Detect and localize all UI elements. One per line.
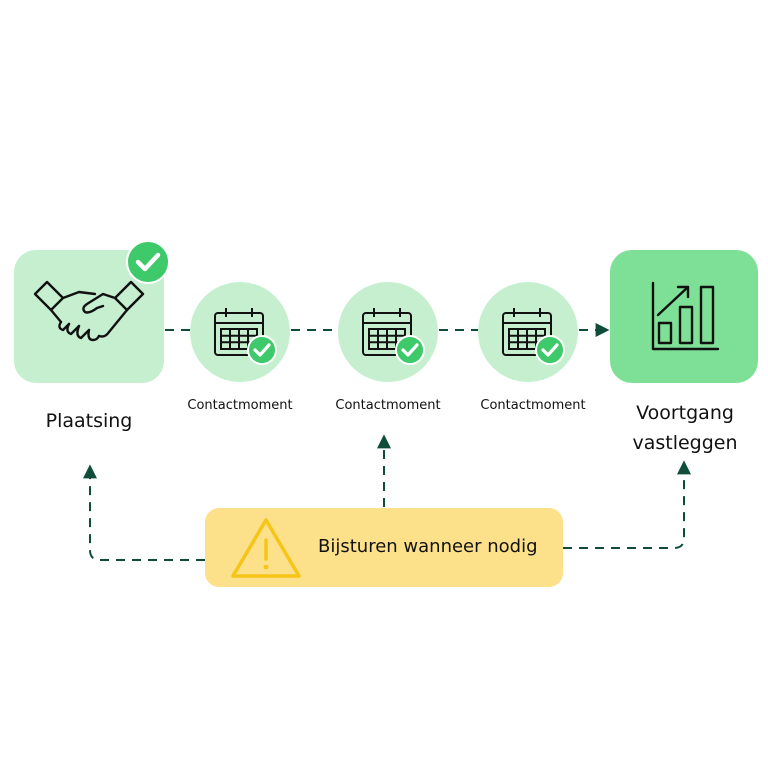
contactmoment-3-label: Contactmoment: [480, 398, 586, 413]
voortgang-step-box: [610, 250, 758, 383]
plaatsing-completed-check-icon: [126, 240, 170, 284]
contactmoment-1-label: Contactmoment: [187, 398, 293, 413]
bar-chart-growth-icon: [651, 281, 720, 351]
calendar-check-icon: [362, 308, 425, 365]
contactmoment-2-circle: [338, 282, 438, 382]
feedback-arrow-to-voortgang: [563, 460, 691, 549]
handshake-icon: [33, 280, 145, 342]
feedback-arrow-to-plaatsing: [83, 464, 205, 561]
plaatsing-label: Plaatsing: [45, 410, 133, 432]
voortgang-label-line2: vastleggen: [632, 432, 738, 454]
voortgang-label-line1: Voortgang: [636, 402, 734, 424]
contactmoment-1-circle: [190, 282, 290, 382]
voortgang-label: Voortgang vastleggen: [605, 398, 765, 458]
calendar-check-icon: [214, 308, 277, 365]
contactmoment-2-label: Contactmoment: [335, 398, 441, 413]
warning-triangle-icon: [231, 518, 301, 578]
contactmoment-3-circle: [478, 282, 578, 382]
calendar-check-icon: [502, 308, 565, 365]
bijsturen-box: [205, 508, 563, 587]
bijsturen-label: Bijsturen wanneer nodig: [318, 536, 538, 557]
